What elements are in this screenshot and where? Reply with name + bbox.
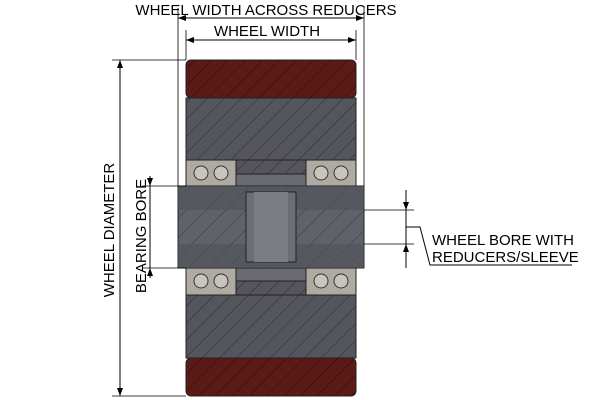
- bearing-top-left: [185, 159, 237, 187]
- label-bearing-bore: BEARING BORE: [133, 179, 150, 293]
- bearing-bottom-right: [305, 267, 357, 296]
- label-wheel-diameter: WHEEL DIAMETER: [101, 163, 118, 298]
- label-wheel-bore-line1: WHEEL BORE WITH: [432, 232, 574, 249]
- dim-wheel-bore: WHEEL BORE WITH REDUCERS/SLEEVE: [364, 190, 579, 268]
- label-wheel-width: WHEEL WIDTH: [214, 23, 320, 40]
- bearing-bottom-left: [185, 267, 237, 296]
- dim-wheel-width-across-reducers: WHEEL WIDTH ACROSS REDUCERS: [135, 2, 397, 186]
- bearing-top-right: [305, 159, 357, 187]
- wheel-tread-bottom: [185, 357, 357, 397]
- dim-wheel-diameter: WHEEL DIAMETER: [101, 59, 186, 397]
- label-wheel-width-across-reducers: WHEEL WIDTH ACROSS REDUCERS: [135, 2, 396, 19]
- dim-bearing-bore: BEARING BORE: [133, 176, 186, 293]
- center-spacer: [245, 191, 297, 263]
- wheel-tread-top: [185, 59, 357, 99]
- dim-wheel-width: WHEEL WIDTH: [185, 23, 357, 60]
- label-wheel-bore-line2: REDUCERS/SLEEVE: [432, 249, 579, 266]
